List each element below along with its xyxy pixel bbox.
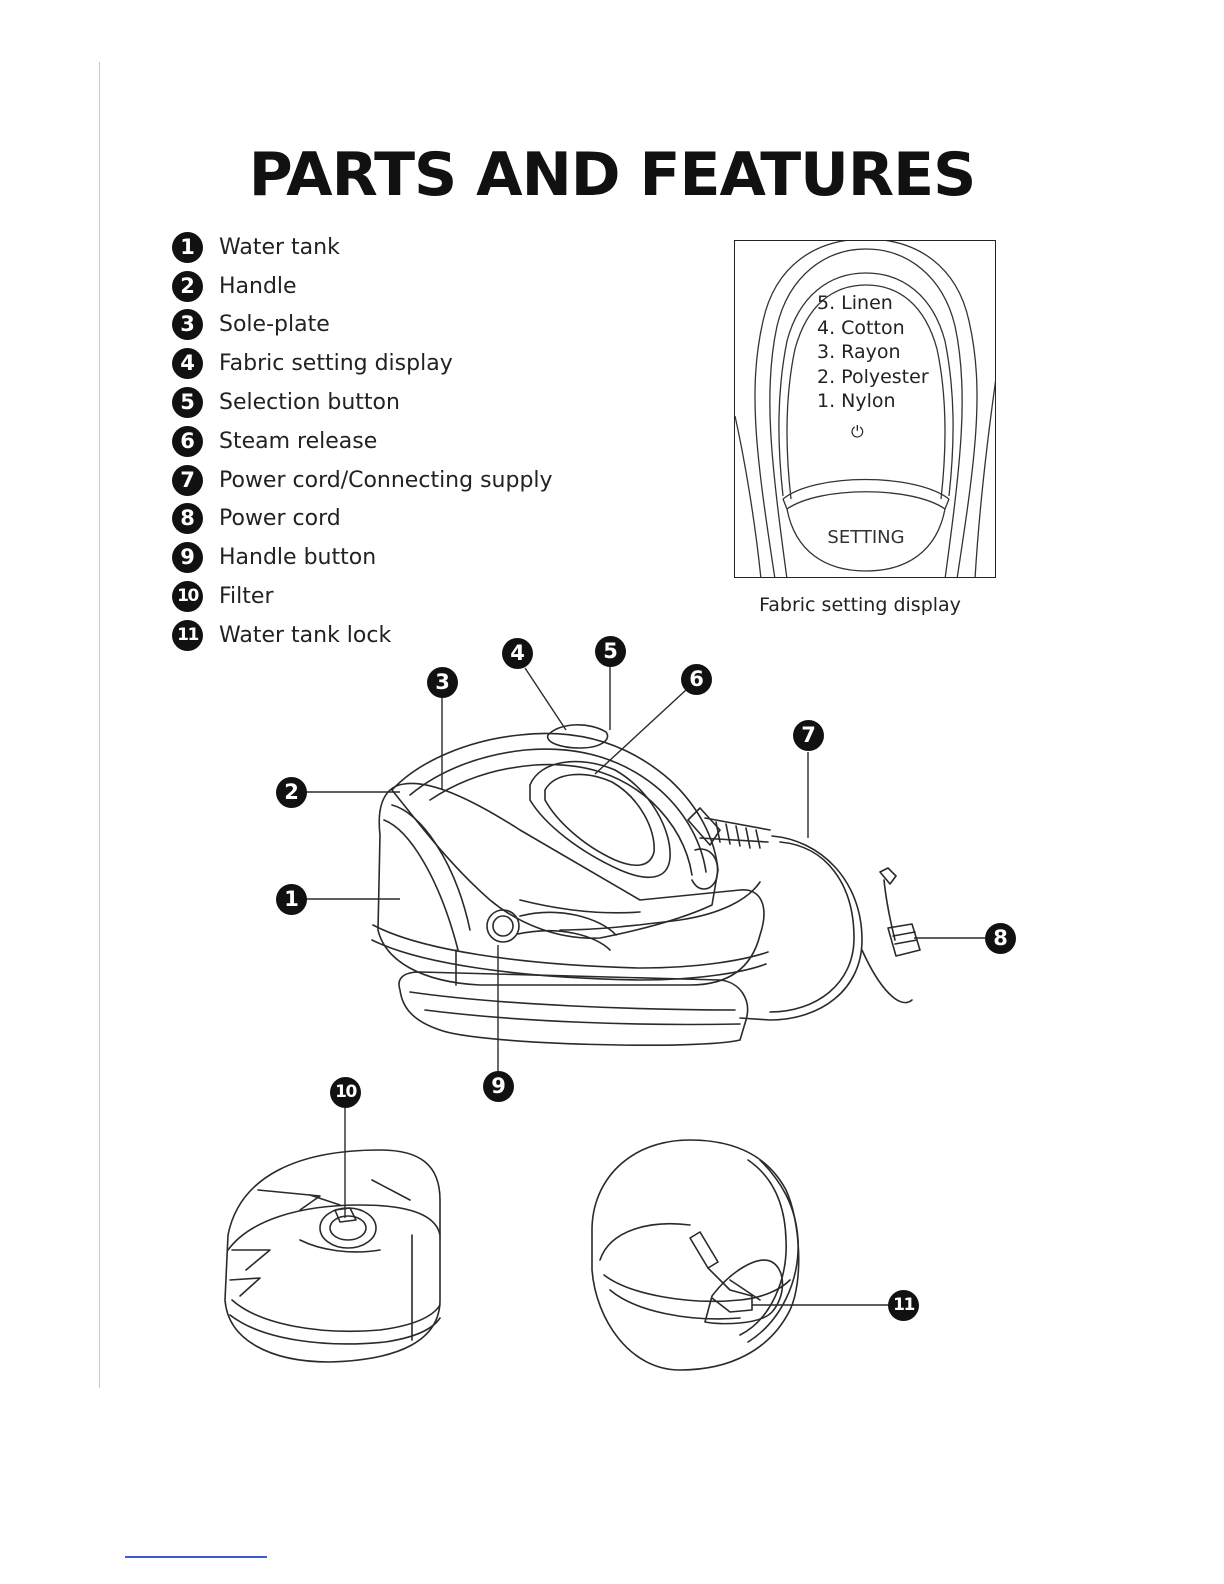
parts-list-item: 3 Sole-plate bbox=[172, 306, 553, 345]
setting-button-label: SETTING bbox=[827, 527, 904, 548]
part-number-badge: 10 bbox=[172, 581, 203, 613]
parts-list-item: 7 Power cord/Connecting supply bbox=[172, 461, 553, 500]
power-icon: ⏻ bbox=[851, 424, 864, 441]
part-label: Power cord/Connecting supply bbox=[219, 467, 553, 493]
part-number-badge: 4 bbox=[172, 348, 203, 380]
fabric-settings-list: 5. Linen 4. Cotton 3. Rayon 2. Polyester… bbox=[817, 291, 929, 414]
part-label: Steam release bbox=[219, 428, 378, 454]
callout-selection-button: 5 bbox=[595, 636, 626, 667]
callout-steam-release: 6 bbox=[681, 664, 712, 695]
parts-list-item: 10 Filter bbox=[172, 577, 553, 616]
callout-sole-plate: 3 bbox=[427, 667, 458, 698]
callout-fabric-setting-display: 4 bbox=[502, 638, 533, 669]
callout-handle: 2 bbox=[276, 777, 307, 808]
part-number-badge: 1 bbox=[172, 231, 203, 263]
fabric-display-caption: Fabric setting display bbox=[759, 594, 961, 616]
parts-list-item: 1 Water tank bbox=[172, 228, 553, 267]
part-number-badge: 11 bbox=[172, 619, 203, 651]
part-number-badge: 3 bbox=[172, 309, 203, 341]
callout-power-cord-connecting-supply: 7 bbox=[793, 720, 824, 751]
parts-list-item: 4 Fabric setting display bbox=[172, 344, 553, 383]
fabric-setting-item: 2. Polyester bbox=[817, 365, 929, 388]
fabric-setting-item: 1. Nylon bbox=[817, 390, 896, 412]
part-label: Selection button bbox=[219, 390, 400, 416]
footer-link-underline bbox=[125, 1556, 267, 1558]
page-title: PARTS AND FEATURES bbox=[248, 140, 977, 210]
callout-power-cord: 8 bbox=[985, 923, 1016, 954]
page-margin-rule bbox=[99, 62, 100, 1388]
part-label: Sole-plate bbox=[219, 312, 330, 338]
part-number-badge: 9 bbox=[172, 542, 203, 574]
part-number-badge: 7 bbox=[172, 464, 203, 496]
callout-filter: 10 bbox=[330, 1077, 361, 1108]
parts-list-item: 9 Handle button bbox=[172, 538, 553, 577]
parts-list-item: 11 Water tank lock bbox=[172, 616, 553, 655]
part-number-badge: 2 bbox=[172, 270, 203, 302]
parts-list-item: 6 Steam release bbox=[172, 422, 553, 461]
part-number-badge: 8 bbox=[172, 503, 203, 535]
part-label: Handle button bbox=[219, 545, 377, 571]
parts-list: 1 Water tank 2 Handle 3 Sole-plate 4 Fabric … bbox=[172, 228, 553, 655]
callout-water-tank-lock: 11 bbox=[888, 1290, 919, 1321]
part-label: Handle bbox=[219, 273, 297, 299]
part-label: Fabric setting display bbox=[219, 351, 453, 377]
fabric-setting-item: 5. Linen bbox=[817, 292, 893, 314]
parts-list-item: 8 Power cord bbox=[172, 500, 553, 539]
part-number-badge: 5 bbox=[172, 387, 203, 419]
callout-handle-button: 9 bbox=[483, 1071, 514, 1102]
parts-list-item: 5 Selection button bbox=[172, 383, 553, 422]
fabric-setting-item: 3. Rayon bbox=[817, 341, 901, 363]
callout-water-tank: 1 bbox=[276, 884, 307, 915]
part-number-badge: 6 bbox=[172, 425, 203, 457]
fabric-display-outline-drawing: SETTING bbox=[735, 241, 995, 577]
part-label: Water tank bbox=[219, 234, 340, 260]
parts-list-item: 2 Handle bbox=[172, 267, 553, 306]
fabric-setting-display-illustration: SETTING 5. Linen 4. Cotton 3. Rayon 2. P… bbox=[734, 240, 996, 578]
part-label: Water tank lock bbox=[219, 622, 392, 648]
part-label: Filter bbox=[219, 584, 274, 610]
part-label: Power cord bbox=[219, 506, 341, 532]
fabric-setting-item: 4. Cotton bbox=[817, 316, 905, 339]
